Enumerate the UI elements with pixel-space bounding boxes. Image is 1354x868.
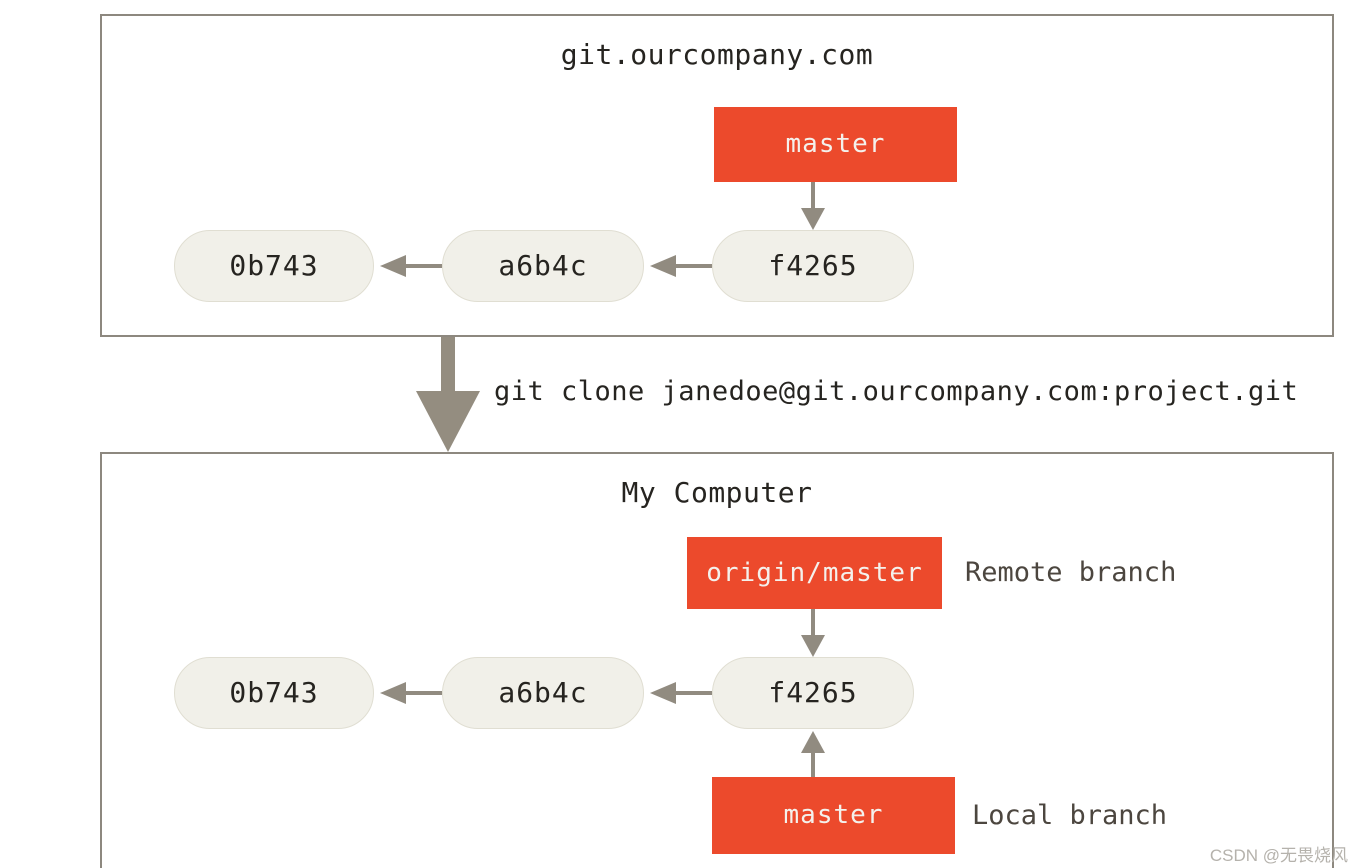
arrow-up-icon: [801, 731, 825, 753]
commit-node-0b743: 0b743: [174, 657, 374, 729]
commit-node-a6b4c: a6b4c: [442, 230, 644, 302]
commit-id: f4265: [768, 249, 858, 282]
clone-flow-arrow-shaft: [441, 337, 455, 391]
commit-id: a6b4c: [498, 676, 588, 709]
commit-node-a6b4c: a6b4c: [442, 657, 644, 729]
arrow-shaft: [676, 264, 712, 268]
commit-id: a6b4c: [498, 249, 588, 282]
watermark: CSDN @无畏烧风: [1209, 846, 1348, 865]
server-master-branch-label: master: [714, 107, 957, 182]
arrow-shaft: [811, 182, 815, 208]
remote-branch-label: origin/master: [687, 537, 942, 609]
my-computer-box: My Computer origin/master Remote branch …: [100, 452, 1334, 868]
arrow-shaft: [676, 691, 712, 695]
commit-id: 0b743: [229, 676, 319, 709]
server-box: git.ourcompany.com master 0b743 a6b4c f4…: [100, 14, 1334, 337]
arrow-down-icon: [801, 635, 825, 657]
commit-node-f4265: f4265: [712, 230, 914, 302]
local-branch-annotation: Local branch: [972, 800, 1168, 831]
clone-flow-arrow-down-icon: [416, 391, 480, 452]
arrow-left-icon: [380, 682, 406, 704]
arrow-down-icon: [801, 208, 825, 230]
arrow-left-icon: [380, 255, 406, 277]
clone-command-text: git clone janedoe@git.ourcompany.com:pro…: [494, 376, 1299, 407]
arrow-shaft: [811, 753, 815, 777]
commit-node-0b743: 0b743: [174, 230, 374, 302]
server-title: git.ourcompany.com: [560, 38, 874, 71]
commit-node-f4265: f4265: [712, 657, 914, 729]
arrow-left-icon: [650, 255, 676, 277]
commit-id: f4265: [768, 676, 858, 709]
local-branch-label: master: [712, 777, 955, 854]
arrow-left-icon: [650, 682, 676, 704]
remote-branch-annotation: Remote branch: [965, 557, 1177, 588]
arrow-shaft: [406, 264, 442, 268]
commit-id: 0b743: [229, 249, 319, 282]
arrow-shaft: [406, 691, 442, 695]
arrow-shaft: [811, 609, 815, 635]
my-computer-title: My Computer: [621, 476, 813, 509]
